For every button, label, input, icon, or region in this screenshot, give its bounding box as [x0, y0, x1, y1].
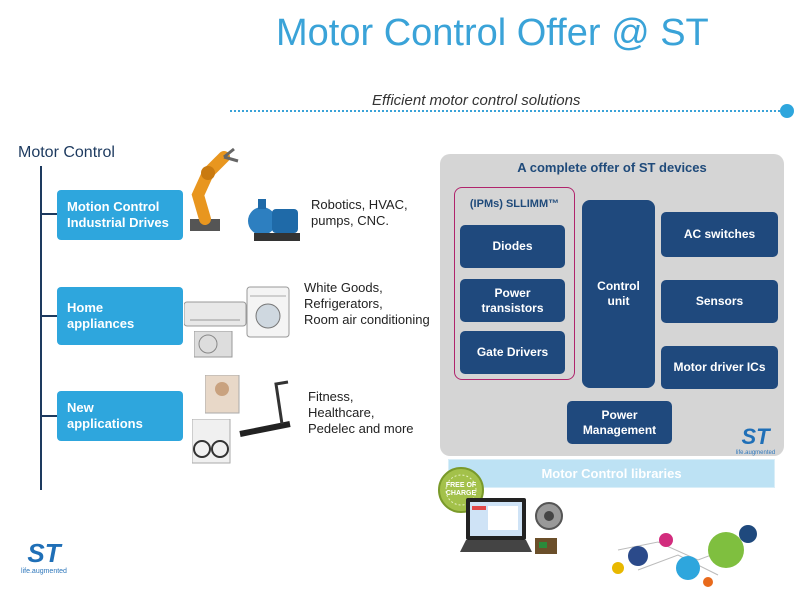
motor-icon: [535, 502, 563, 530]
air-conditioner-icon: [184, 301, 247, 327]
libraries-bar: Motor Control libraries: [448, 459, 775, 488]
control-unit-box: Control unit: [582, 200, 655, 388]
panel-st-logo: ST life.augmented: [733, 424, 778, 457]
robot-arm-icon: [190, 147, 239, 231]
logo-tagline: life.augmented: [21, 568, 67, 575]
offer-panel-title: A complete offer of ST devices: [517, 160, 707, 175]
logo-mark: ST: [741, 424, 770, 449]
tree-branch: [40, 315, 58, 317]
free-badge-text: FREE OF CHARGE: [445, 482, 477, 497]
treadmill-icon: [239, 380, 291, 437]
diodes-box: Diodes: [460, 225, 565, 268]
page-title: Motor Control Offer @ ST: [276, 12, 709, 54]
logo-tagline: life.augmented: [735, 450, 776, 456]
outdoor-unit-icon: [194, 331, 233, 358]
divider-dot: [780, 104, 794, 118]
apps-home: White Goods, Refrigerators, Room air con…: [304, 280, 430, 327]
bicycle-icon: [192, 419, 231, 464]
board-icon: [535, 538, 557, 554]
dotted-divider: [230, 110, 780, 112]
gate-drivers-box: Gate Drivers: [460, 331, 565, 374]
water-pump-icon: [248, 199, 300, 241]
washing-machine-icon: [246, 286, 290, 338]
logo-mark: ST: [27, 538, 61, 568]
page-subtitle: Efficient motor control solutions: [372, 92, 581, 109]
segment-home-appliances: Home appliances: [57, 287, 183, 345]
ipm-group-label: (IPMs) SLLIMM™: [469, 198, 560, 210]
ac-switches-box: AC switches: [661, 212, 778, 257]
apps-new: Fitness, Healthcare, Pedelec and more: [308, 389, 414, 436]
laptop-icon: [460, 498, 532, 552]
tree-branch: [40, 415, 58, 417]
power-management-box: Power Management: [567, 401, 672, 444]
power-transistors-box: Power transistors: [460, 279, 565, 322]
sensors-box: Sensors: [661, 280, 778, 323]
motor-driver-ics-box: Motor driver ICs: [661, 346, 778, 389]
tree-branch: [40, 213, 58, 215]
ipm-group: [454, 187, 575, 380]
apps-industrial: Robotics, HVAC, pumps, CNC.: [311, 197, 408, 228]
tree-root-label: Motor Control: [18, 144, 115, 161]
tree-trunk: [40, 166, 42, 490]
patient-photo-icon: [205, 375, 240, 414]
footer-st-logo: ST life.augmented: [16, 540, 72, 575]
network-globe-icon: [612, 525, 757, 587]
segment-industrial-drives: Motion Control Industrial Drives: [57, 190, 183, 240]
segment-new-applications: New applications: [57, 391, 183, 441]
